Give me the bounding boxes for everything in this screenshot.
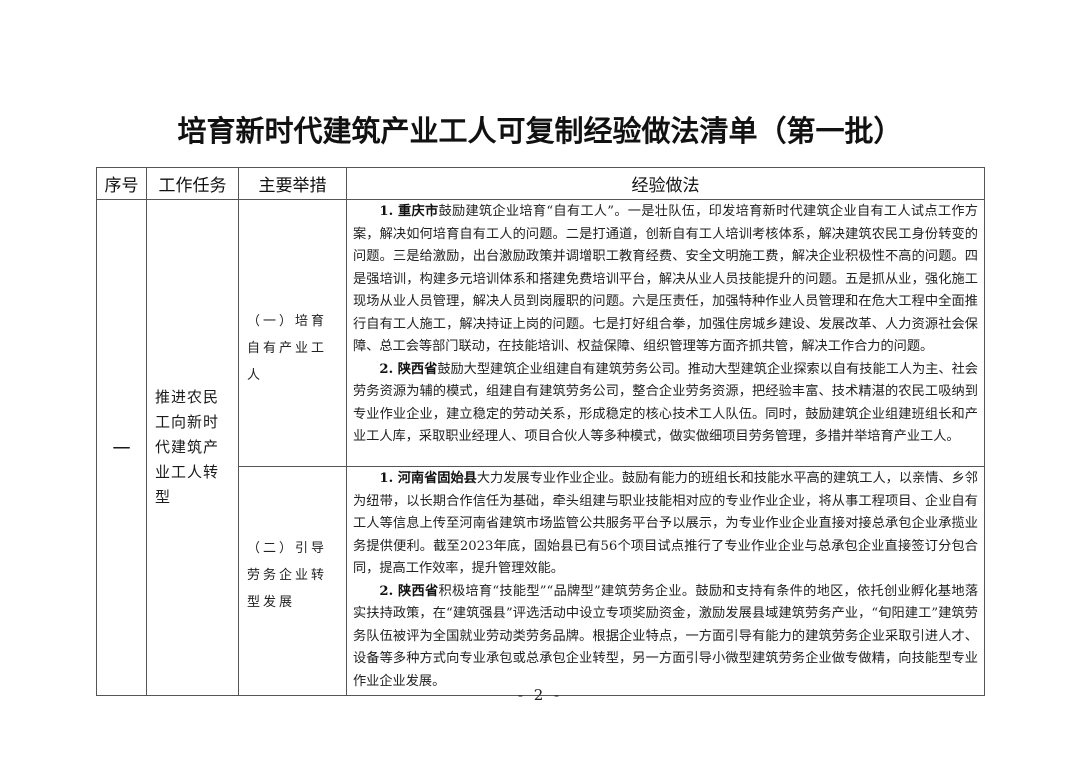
- experience-cell: 1. 重庆市鼓励建筑企业培育“自有工人”。一是壮队伍，印发培育新时代建筑企业自有…: [346, 199, 985, 467]
- measure-cell: （一）培育自有产业工人: [238, 199, 347, 467]
- page-number: - 2 -: [517, 686, 563, 704]
- item-lead: 1. 重庆市: [379, 204, 439, 219]
- experience-item: 2. 陕西省鼓励大型建筑企业组建自有建筑劳务公司。推动大型建筑企业探索以自有技能…: [353, 359, 978, 449]
- experience-item: 1. 重庆市鼓励建筑企业培育“自有工人”。一是壮队伍，印发培育新时代建筑企业自有…: [353, 201, 978, 359]
- section-seq: 一: [96, 199, 147, 696]
- header-task: 工作任务: [146, 167, 239, 200]
- item-lead: 2. 陕西省: [379, 361, 438, 377]
- item-lead: 1. 河南省固始县: [379, 471, 477, 486]
- table-row: 一 推进农民工向新时代建筑产业工人转型 （一）培育自有产业工人 1. 重庆市鼓励…: [96, 199, 985, 696]
- header-measure: 主要举措: [238, 167, 347, 200]
- experience-cell: 1. 河南省固始县大力发展专业作业企业。鼓励有能力的班组长和技能水平高的建筑工人…: [346, 466, 985, 696]
- section-task: 推进农民工向新时代建筑产业工人转型: [146, 199, 239, 696]
- item-text: 鼓励建筑企业培育“自有工人”。一是壮队伍，印发培育新时代建筑企业自有工人试点工作…: [353, 204, 978, 354]
- item-text: 积极培育“技能型”“品牌型”建筑劳务企业。鼓励和支持有条件的地区，依托创业孵化基…: [353, 583, 979, 689]
- table-header-row: 序号 工作任务 主要举措 经验做法: [96, 167, 985, 200]
- measure-cell: （二）引导劳务企业转型发展: [238, 466, 347, 696]
- document-title: 培育新时代建筑产业工人可复制经验做法清单（第一批）: [177, 114, 903, 148]
- item-text: 大力发展专业作业企业。鼓励有能力的班组长和技能水平高的建筑工人，以亲情、乡邻为纽…: [353, 471, 978, 576]
- header-seq: 序号: [96, 167, 147, 200]
- experience-item: 2. 陕西省积极培育“技能型”“品牌型”建筑劳务企业。鼓励和支持有条件的地区，依…: [353, 581, 978, 694]
- table-row: （二）引导劳务企业转型发展 1. 河南省固始县大力发展专业作业企业。鼓励有能力的…: [97, 466, 985, 696]
- experience-item: 1. 河南省固始县大力发展专业作业企业。鼓励有能力的班组长和技能水平高的建筑工人…: [353, 468, 978, 581]
- item-lead: 2. 陕西省: [379, 583, 439, 599]
- header-experience: 经验做法: [346, 167, 985, 200]
- experience-table: 序号 工作任务 主要举措 经验做法 一 推进农民工向新时代建筑产业工人转型 （一…: [96, 167, 985, 696]
- item-text: 鼓励大型建筑企业组建自有建筑劳务公司。推动大型建筑企业探索以自有技能工人为主、社…: [353, 361, 978, 445]
